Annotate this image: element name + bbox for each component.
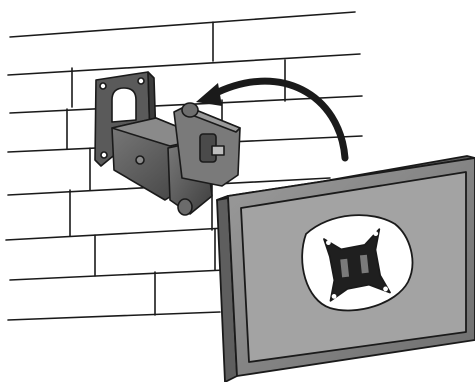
release-tab (212, 146, 224, 155)
screw-hole (100, 83, 106, 89)
mortar-line (8, 54, 360, 75)
mortar-line (10, 12, 355, 37)
pivot-knob (178, 199, 192, 215)
screw-hole (138, 78, 144, 84)
screw-hole (101, 152, 107, 158)
mortar-line (10, 270, 225, 280)
mortar-line (8, 312, 220, 320)
flat-panel-display (217, 156, 475, 382)
pivot-bolt (136, 156, 144, 164)
mortar-line (6, 228, 225, 240)
top-knob (182, 103, 198, 117)
wall-plate-cutout (112, 88, 136, 122)
